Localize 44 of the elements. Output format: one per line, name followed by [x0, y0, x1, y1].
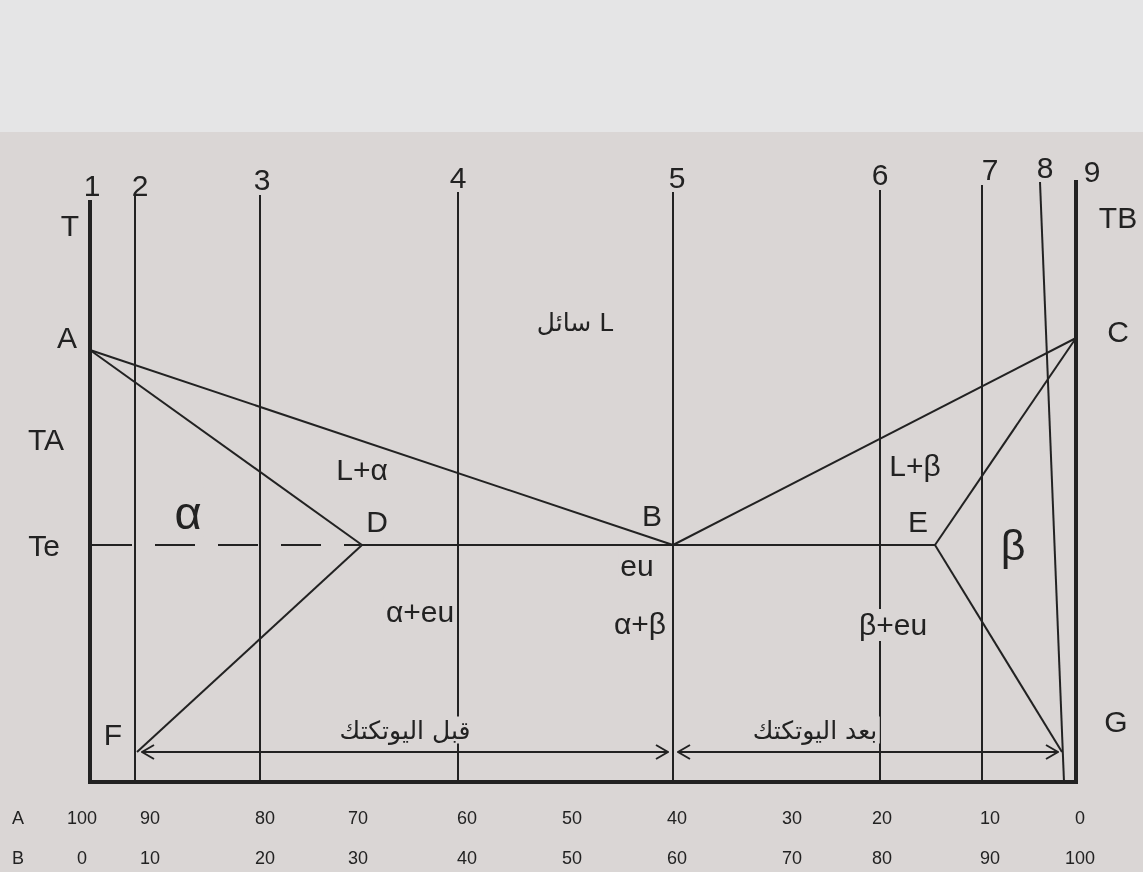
axis-value: 90	[139, 808, 161, 828]
point-label: D	[365, 506, 389, 538]
axis-value: 10	[979, 808, 1001, 828]
axis-value: 80	[254, 808, 276, 828]
temperature-label: TB	[1097, 202, 1139, 234]
axis-value: 50	[561, 848, 583, 868]
line-number: 9	[1082, 156, 1102, 188]
axis-value: 30	[347, 848, 369, 868]
point-label: E	[907, 506, 929, 538]
axis-label: A	[11, 808, 25, 828]
line-number: 7	[980, 154, 1000, 186]
axis-value: 100	[1064, 848, 1096, 868]
axis-value: 20	[871, 808, 893, 828]
axis-value: 40	[666, 808, 688, 828]
axis-value: 60	[456, 808, 478, 828]
axis-label: T	[59, 210, 81, 242]
axis-value: 50	[561, 808, 583, 828]
line-number: 2	[130, 170, 150, 202]
axis-value: 70	[347, 808, 369, 828]
point-label: F	[102, 719, 124, 751]
point-label: A	[56, 322, 78, 354]
axis-label: B	[11, 848, 25, 868]
axis-value: 0	[1074, 808, 1086, 828]
axis-value: 60	[666, 848, 688, 868]
line-number: 4	[448, 162, 468, 194]
axis-value: 90	[979, 848, 1001, 868]
axis-value: 80	[871, 848, 893, 868]
line-number: 8	[1035, 152, 1055, 184]
axis-value: 40	[456, 848, 478, 868]
temperature-label: Te	[27, 530, 61, 562]
temperature-label: TA	[26, 424, 66, 456]
axis-value: 100	[66, 808, 98, 828]
line-number: 5	[667, 162, 687, 194]
point-label: C	[1106, 316, 1130, 348]
point-label: B	[641, 500, 663, 532]
line-number: 3	[252, 164, 272, 196]
axis-value: 20	[254, 848, 276, 868]
axis-value: 0	[76, 848, 88, 868]
line-number: 6	[870, 159, 890, 191]
point-label: G	[1103, 706, 1129, 738]
axis-value: 30	[781, 808, 803, 828]
axis-value: 70	[781, 848, 803, 868]
line-number: 1	[82, 170, 102, 202]
axis-value: 10	[139, 848, 161, 868]
